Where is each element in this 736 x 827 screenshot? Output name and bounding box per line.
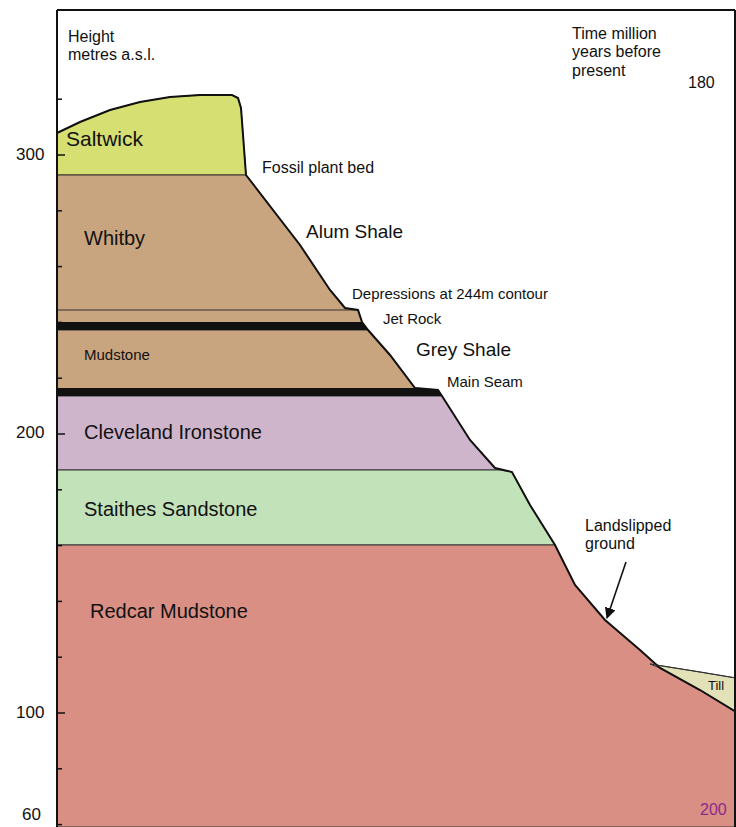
band-name: Staithes Sandstone bbox=[84, 498, 257, 521]
band-name: Mudstone bbox=[84, 346, 150, 363]
axis-tick bbox=[57, 712, 65, 714]
axis-tick bbox=[57, 98, 62, 100]
band-fill bbox=[57, 330, 442, 396]
annotation: Height metres a.s.l. bbox=[68, 28, 161, 65]
band-name: Till bbox=[708, 679, 724, 694]
band-fill bbox=[57, 470, 555, 545]
band-name: Cleveland Ironstone bbox=[84, 421, 262, 444]
band-name: Redcar Mudstone bbox=[90, 600, 248, 623]
annotation: Grey Shale bbox=[416, 339, 511, 361]
axis-tick bbox=[57, 433, 65, 435]
jet-rock-seam bbox=[57, 322, 368, 330]
axis-tick bbox=[57, 210, 62, 212]
band-fill bbox=[57, 396, 500, 470]
axis-tick bbox=[57, 489, 62, 491]
leader-arrow bbox=[607, 562, 626, 618]
axis-tick bbox=[57, 601, 62, 603]
band-fill bbox=[57, 95, 246, 175]
rock-band: Saltwick bbox=[57, 95, 246, 175]
band-name: Saltwick bbox=[66, 127, 143, 151]
annotation: Jet Rock bbox=[383, 310, 441, 327]
till-surface bbox=[650, 664, 736, 678]
band-name: Whitby bbox=[84, 227, 145, 250]
annotation: 180 bbox=[688, 74, 715, 92]
bed-boundary bbox=[57, 309, 358, 310]
axis-value: 60 bbox=[22, 805, 41, 825]
main-seam bbox=[57, 388, 442, 396]
frame-line bbox=[57, 9, 735, 11]
axis-tick bbox=[57, 545, 62, 547]
rock-band: Mudstone bbox=[57, 330, 442, 396]
axis-tick bbox=[57, 322, 62, 324]
band-fill bbox=[57, 545, 736, 827]
rock-band: Staithes Sandstone bbox=[57, 470, 555, 545]
axis-tick bbox=[57, 154, 65, 156]
rock-band: Cleveland Ironstone bbox=[57, 396, 500, 470]
annotation: Time million years before present bbox=[572, 25, 668, 80]
axis-tick bbox=[57, 377, 62, 379]
axis-value: 200 bbox=[16, 423, 44, 443]
axis-value: 300 bbox=[16, 145, 44, 165]
rock-band: Redcar Mudstone bbox=[57, 545, 736, 827]
annotation: Landslipped ground bbox=[585, 517, 681, 554]
axis-tick bbox=[57, 656, 62, 658]
axis-ticks bbox=[57, 99, 65, 824]
ground-surface bbox=[57, 95, 736, 712]
annotation: 200 bbox=[700, 801, 727, 819]
axis-value: 100 bbox=[16, 703, 44, 723]
band-fill bbox=[57, 175, 368, 330]
annotation: Alum Shale bbox=[306, 221, 403, 243]
annotation: Main Seam bbox=[447, 373, 523, 390]
axis-tick bbox=[57, 768, 62, 770]
annotation: Depressions at 244m contour bbox=[352, 285, 548, 302]
axis-tick bbox=[57, 824, 62, 826]
frame-line bbox=[734, 10, 736, 827]
annotation: Fossil plant bed bbox=[262, 159, 374, 177]
axis-tick bbox=[57, 266, 62, 268]
rock-band: Whitby bbox=[57, 175, 368, 330]
height-axis bbox=[56, 10, 58, 827]
